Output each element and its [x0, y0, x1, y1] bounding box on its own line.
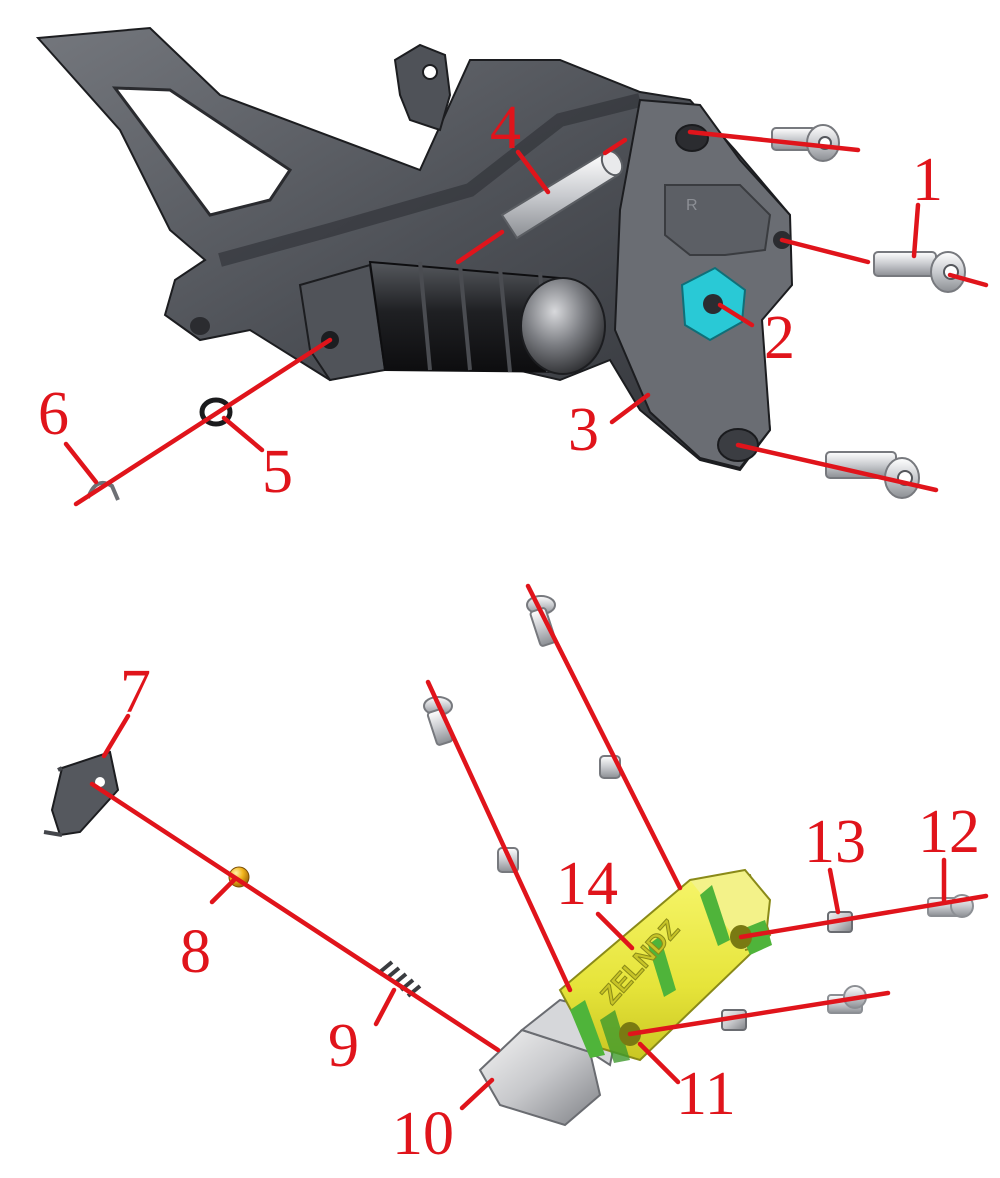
bracket-ridge	[218, 93, 642, 267]
pivot-tab-hole	[422, 64, 438, 80]
callout-7: 7	[120, 658, 151, 726]
callout-8: 8	[180, 918, 211, 986]
plate-hole-top	[675, 124, 709, 152]
callout-13: 13	[804, 808, 866, 876]
part-14-peg-body: ZELNDZ	[558, 868, 772, 1063]
callout-4: 4	[490, 94, 521, 162]
bolt-middle	[873, 251, 966, 293]
plate-recess	[664, 184, 772, 256]
footpeg-end-cap	[520, 277, 606, 375]
callout-6: 6	[38, 380, 69, 448]
pivot-tab	[393, 43, 452, 132]
callout-9: 9	[328, 1012, 359, 1080]
callout-10: 10	[392, 1100, 454, 1168]
callout-5: 5	[262, 438, 293, 506]
lower-screw-right	[526, 595, 557, 647]
bracket-footpeg	[368, 260, 606, 375]
callout-1: 1	[912, 146, 943, 214]
bracket-assembly: R	[35, 26, 794, 472]
callout-2: 2	[764, 304, 795, 372]
callout-14: 14	[556, 850, 618, 918]
callout-11: 11	[676, 1060, 736, 1128]
callout-12: 12	[918, 798, 980, 866]
callout-labels: 1 2 3 4 5 6 7 8 9 10 11 12 13 14	[38, 94, 980, 1168]
bolt-bottom	[825, 451, 920, 499]
heel-guard-opening	[111, 86, 293, 217]
callout-3: 3	[568, 396, 599, 464]
part-4-pin	[500, 149, 624, 240]
part-5-o-ring	[199, 397, 233, 427]
callout-leaders	[63, 149, 947, 1111]
plate-mark: R	[686, 197, 698, 214]
bracket-hole-left	[190, 317, 210, 335]
upper-axis-lines	[73, 129, 989, 507]
part-2-washer	[680, 266, 747, 342]
part-7-detent-plate	[43, 750, 120, 837]
peg-clevis	[298, 263, 387, 382]
lower-axis-lines	[89, 583, 989, 1053]
